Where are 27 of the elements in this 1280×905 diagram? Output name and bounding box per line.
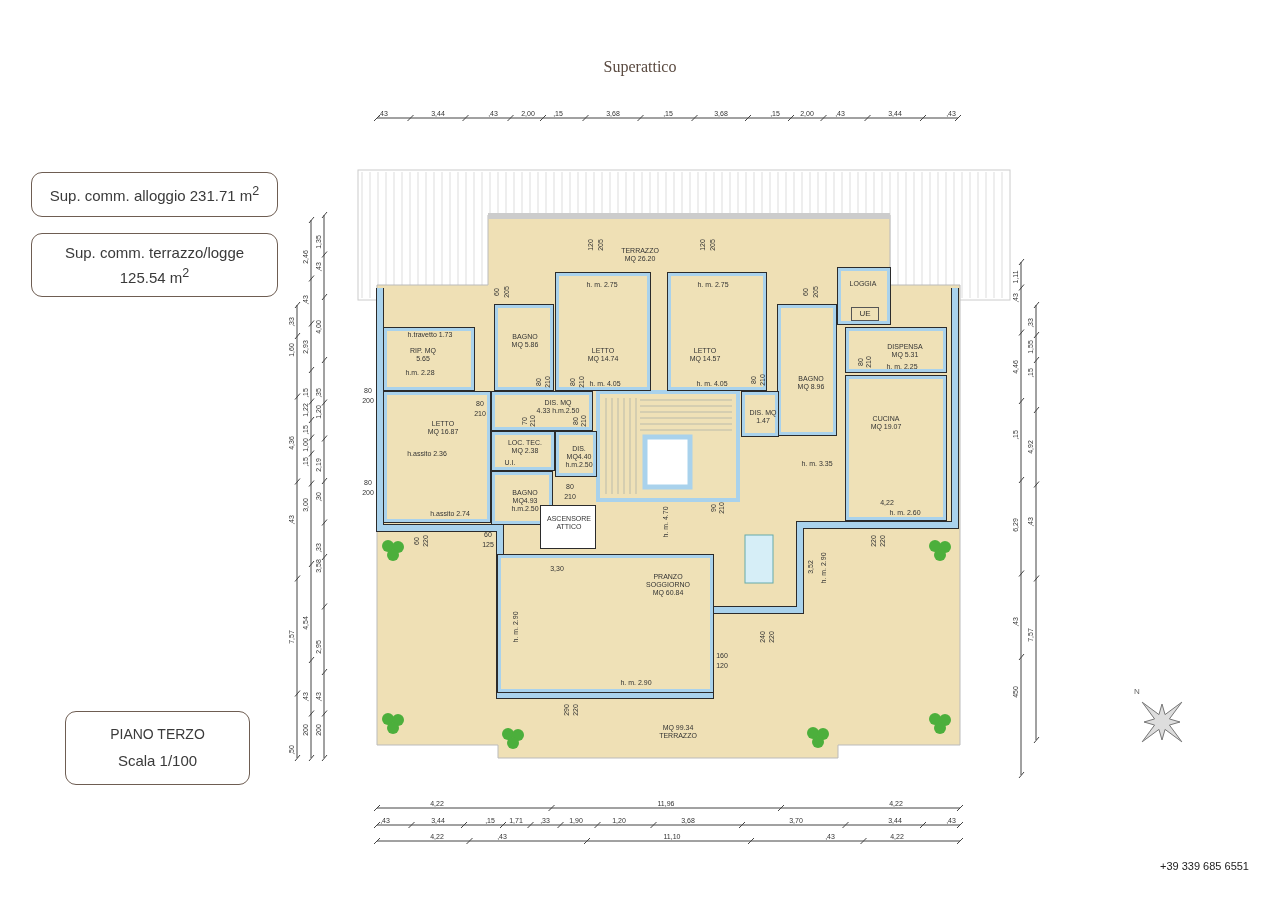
room-area <box>742 392 778 436</box>
phone-number: +39 339 685 6551 <box>1160 860 1249 872</box>
info-panel <box>31 233 278 297</box>
room-area <box>492 432 554 470</box>
room-area <box>556 273 650 390</box>
north-label: N <box>1134 688 1140 696</box>
room-area <box>778 305 836 435</box>
area-note: Sup. comm. terrazzo/logge 125.54 m$^{2}$ <box>63 242 246 288</box>
room-area <box>492 392 592 430</box>
elevator-box <box>540 505 596 549</box>
room-area <box>846 328 946 372</box>
room-area <box>846 376 946 520</box>
scale-note: Scala 1/100 <box>116 751 199 772</box>
floor-title: PIANO TERZO <box>109 724 206 744</box>
info-panel <box>65 711 250 785</box>
area-note: Sup. comm. alloggio 231.71 m$^{2}$ <box>48 183 261 207</box>
plan-heading: Superattico <box>603 59 677 75</box>
equipment-box <box>851 307 879 321</box>
room-area <box>384 328 474 390</box>
equipment-label: UE <box>859 310 871 318</box>
room-area <box>495 305 553 390</box>
room-area <box>384 392 490 522</box>
room-area <box>668 273 766 390</box>
room-area <box>498 555 713 692</box>
room-area <box>556 432 596 476</box>
info-panel <box>31 172 278 217</box>
room-area <box>838 268 890 324</box>
